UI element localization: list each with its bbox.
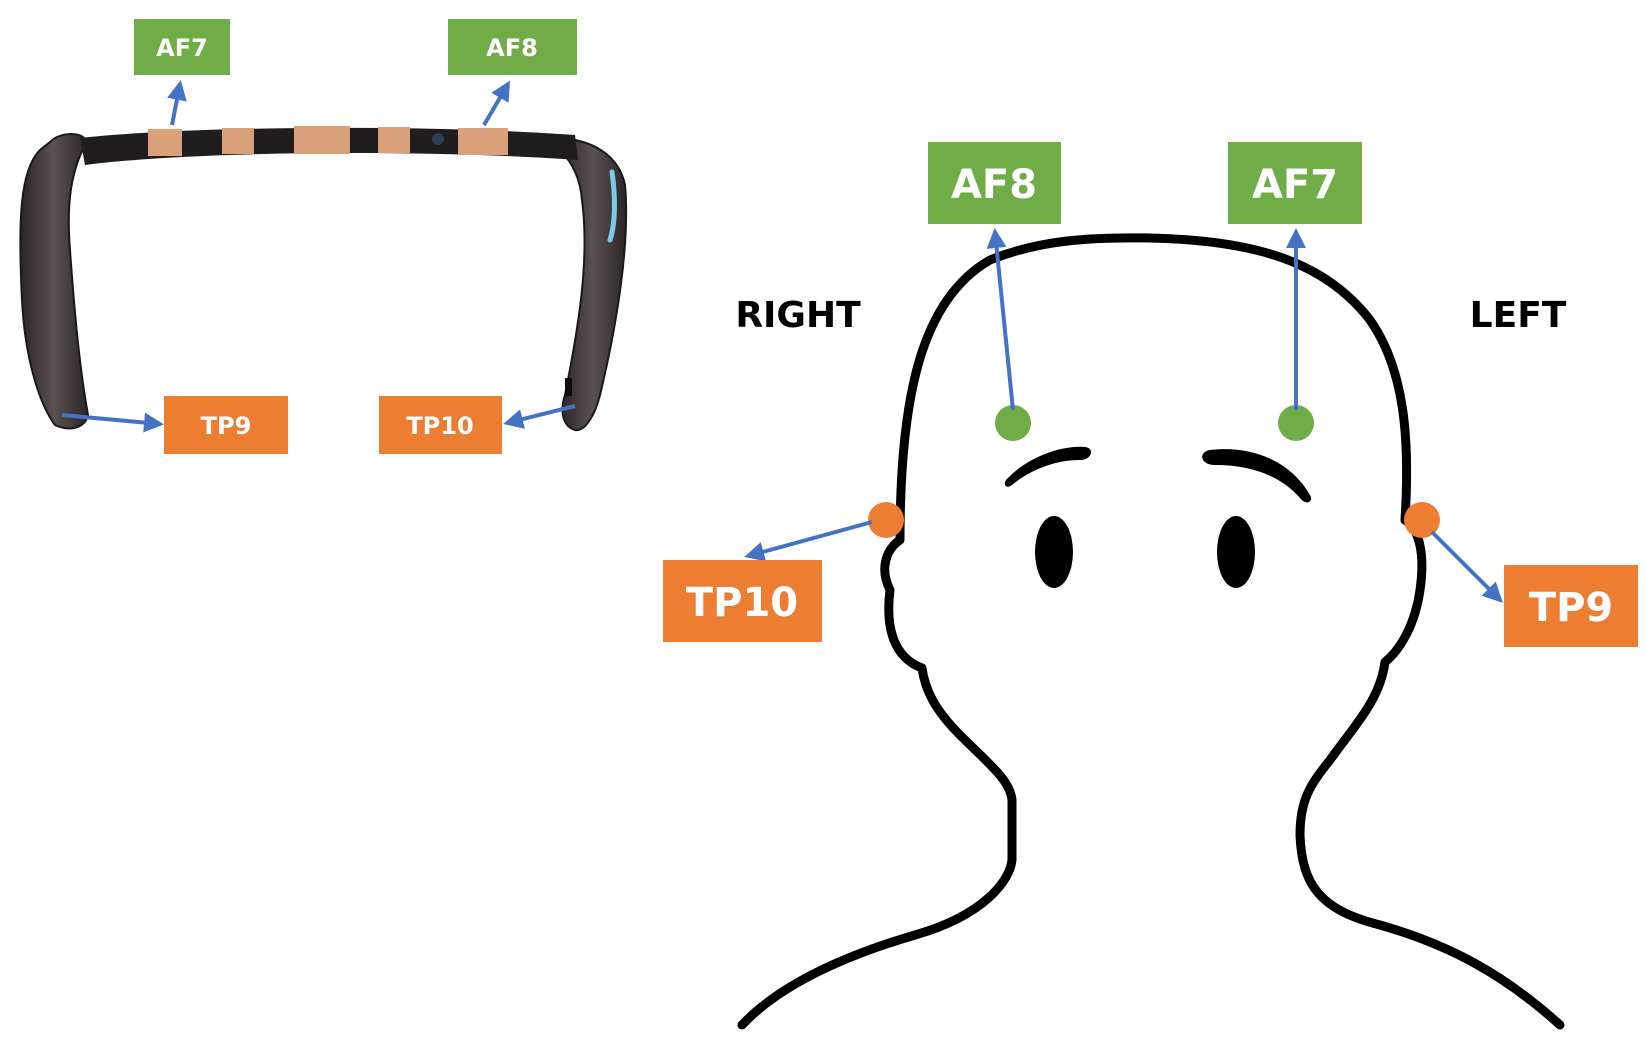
arrow-head-tp9 (1430, 530, 1503, 603)
left-eye (1217, 516, 1255, 588)
copper-sensor (378, 127, 410, 153)
head-label-tp10-text: TP10 (686, 580, 798, 626)
head-outline (737, 233, 1565, 1030)
headband-camera-dot (432, 133, 444, 145)
head-label-tp9-text: TP9 (1529, 585, 1613, 631)
headband-label-tp10: TP10 (379, 396, 502, 454)
copper-sensor-center (294, 126, 350, 154)
arrow-headband-tp9 (61, 412, 164, 433)
arrow-head-af8 (986, 228, 1015, 411)
right-eye (1035, 516, 1073, 588)
headband-label-af8: AF8 (448, 19, 577, 75)
head-diagram: RIGHT LEFT AF8 AF7 TP10 TP9 (663, 142, 1638, 1030)
headband-left-arm (19, 133, 90, 430)
head-label-af8-text: AF8 (951, 162, 1037, 208)
electrode-dot-af7 (1278, 405, 1314, 441)
side-label-right: RIGHT (735, 295, 861, 336)
headband-label-tp10-text: TP10 (406, 412, 473, 440)
electrode-dot-af8 (995, 405, 1031, 441)
arrow-headband-af7 (167, 80, 187, 126)
headband-label-af8-text: AF8 (486, 34, 538, 62)
arrow-headband-tp10 (503, 404, 576, 429)
arrow-headband-af8 (482, 80, 511, 127)
headband-label-tp9: TP9 (164, 396, 288, 454)
left-eyebrow (1202, 449, 1312, 503)
headband-led-strip (607, 169, 617, 243)
arrow-head-tp10 (744, 520, 873, 562)
head-label-tp10: TP10 (663, 560, 822, 642)
copper-sensor-af7 (148, 129, 182, 156)
headband-label-af7: AF7 (134, 19, 230, 75)
head-label-af8: AF8 (928, 142, 1061, 224)
electrode-dot-tp10 (868, 502, 904, 538)
head-label-af7: AF7 (1228, 142, 1362, 224)
copper-sensor (222, 128, 254, 154)
headband-label-tp9-text: TP9 (201, 412, 252, 440)
copper-sensor-af8 (458, 128, 508, 155)
electrode-dot-tp9 (1404, 502, 1440, 538)
headband-label-af7-text: AF7 (156, 34, 208, 62)
headband-charging-port (565, 378, 572, 396)
head-label-tp9: TP9 (1504, 565, 1638, 647)
muse-headband-illustration: AF7 AF8 TP9 TP10 (19, 19, 628, 454)
headband-right-arm (558, 138, 628, 432)
head-label-af7-text: AF7 (1252, 162, 1338, 208)
right-eyebrow (1004, 446, 1092, 487)
side-label-left: LEFT (1470, 295, 1567, 336)
